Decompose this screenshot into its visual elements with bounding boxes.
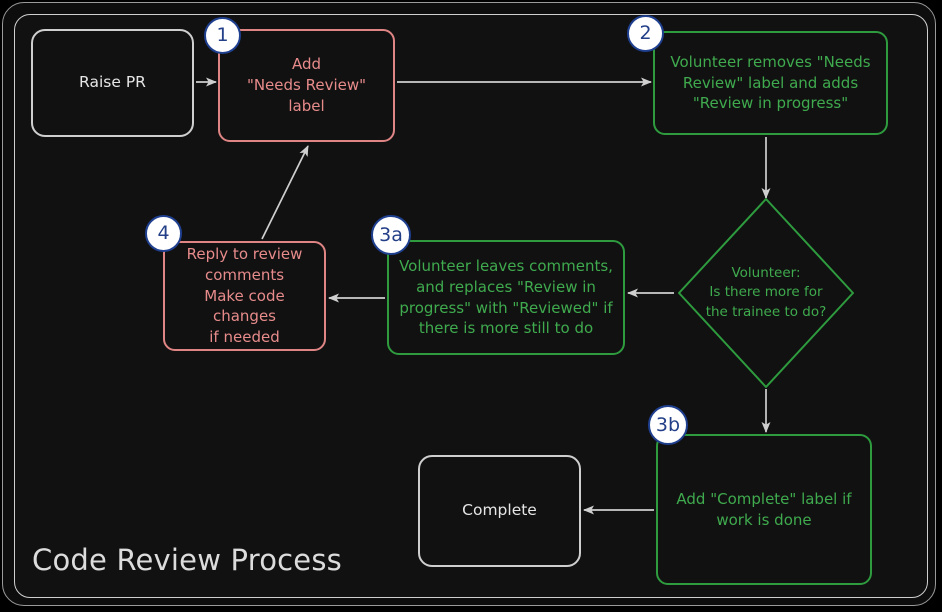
diamond-shape-icon — [678, 198, 854, 388]
node-complete[interactable]: Complete — [418, 455, 581, 567]
node-add-complete-label[interactable]: Add "Complete" label if work is done — [656, 434, 872, 585]
badge-step-3b[interactable]: 3b — [648, 405, 688, 445]
badge-step-1[interactable]: 1 — [204, 17, 241, 54]
badge-step-2[interactable]: 2 — [627, 15, 664, 52]
diagram-title: Code Review Process — [32, 543, 342, 577]
node-volunteer-decision-label: Volunteer: Is there more for the trainee… — [705, 265, 827, 320]
node-raise-pr[interactable]: Raise PR — [31, 29, 194, 137]
node-add-needs-review-label[interactable]: Add "Needs Review" label — [218, 29, 395, 142]
node-volunteer-removes-needs-review[interactable]: Volunteer removes "Needs Review" label a… — [653, 31, 888, 135]
node-reply-to-review-comments[interactable]: Reply to review comments Make code chang… — [163, 241, 326, 351]
badge-step-4[interactable]: 4 — [145, 215, 182, 252]
node-volunteer-leaves-comments[interactable]: Volunteer leaves comments, and replaces … — [387, 240, 625, 355]
badge-step-3a[interactable]: 3a — [371, 215, 411, 255]
node-volunteer-decision[interactable]: Volunteer: Is there more for the trainee… — [676, 196, 856, 390]
